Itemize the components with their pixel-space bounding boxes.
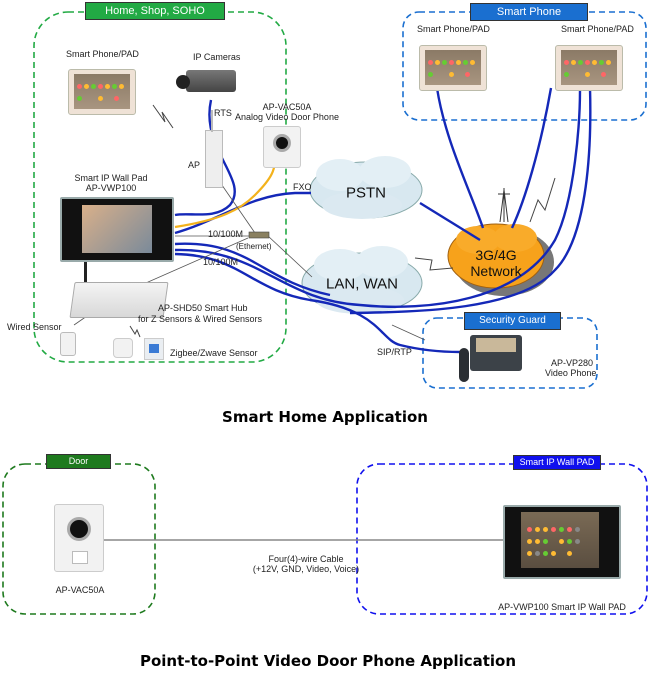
p2p-wallpad-caption: AP-VWP100 Smart IP Wall PAD: [498, 602, 626, 612]
doorphone-device: [263, 126, 301, 168]
wireless-signal-icon: [152, 104, 174, 129]
hub-antenna: [84, 262, 87, 294]
access-point-antenna: [211, 110, 213, 132]
pstn-label: PSTN: [345, 184, 387, 202]
wired-sensor-label: Wired Sensor: [7, 322, 62, 332]
doorphone-model-label: AP-VAC50A: [262, 102, 312, 112]
wallpad-device: [60, 197, 174, 262]
phone-pad-home-label: Smart Phone/PAD: [66, 49, 139, 59]
video-phone-handset: [459, 348, 469, 382]
ap-label: AP: [188, 160, 201, 170]
doorphone-desc-label: Analog Video Door Phone: [235, 112, 339, 122]
rts-link-label: RTS: [214, 108, 232, 118]
zigbee-sensor-device: [113, 338, 133, 358]
ethernet-switch-icon: [248, 231, 270, 239]
phone-pad-home-device: [68, 69, 136, 115]
cable-label-line2: (+12V, GND, Video, Voice): [252, 564, 360, 574]
mobile-network-label-line1: 3G/4G: [475, 247, 517, 263]
zone-door-tag: Door: [46, 454, 111, 469]
zone-phone-tag: Smart Phone: [470, 3, 588, 21]
camera-lens-icon: [176, 75, 190, 89]
wireless-signal-icon: [129, 325, 141, 338]
zone-guard-tag: Security Guard: [464, 312, 561, 330]
phone-pad-right-device: [555, 45, 623, 91]
zone-wallpad-border: [356, 463, 648, 615]
p2p-title: Point-to-Point Video Door Phone Applicat…: [139, 652, 517, 670]
lan-cloud: [301, 246, 423, 314]
zigbee-sensor-label: Zigbee/Zwave Sensor: [170, 348, 258, 358]
cell-tower-icon: [498, 188, 510, 223]
videophone-desc-label: Video Phone: [545, 368, 597, 378]
phone-pad-right-label: Smart Phone/PAD: [561, 24, 634, 34]
video-phone-device: [470, 335, 522, 371]
eth2-link-label: 10/100M: [203, 257, 239, 267]
p2p-door-model-label: AP-VAC50A: [55, 585, 105, 595]
wireless-signal-icon: [529, 177, 556, 223]
p2p-wallpad-device: [503, 505, 621, 579]
hub-label-line1: AP-SHD50 Smart Hub: [158, 303, 248, 313]
wallpad-name-label: Smart IP Wall Pad: [74, 173, 148, 183]
hub-label-line2: for Z Sensors & Wired Sensors: [138, 314, 263, 324]
wired-sensor-device: [60, 332, 76, 356]
cable-label-line1: Four(4)-wire Cable: [268, 554, 344, 564]
phone-pad-left-label: Smart Phone/PAD: [417, 24, 490, 34]
network-cables: [174, 87, 592, 354]
pstn-cloud: [309, 156, 423, 219]
wireless-signal-icon: [414, 257, 454, 271]
lan-wan-label: LAN, WAN: [326, 275, 398, 293]
access-point-device: [205, 130, 223, 188]
zone-home-tag: Home, Shop, SOHO: [85, 2, 225, 20]
ip-camera-device: [186, 70, 236, 92]
fxo-link-label: FXO: [293, 182, 312, 192]
eth1-link-label: 10/100M: [208, 229, 244, 239]
smart-home-title: Smart Home Application: [222, 408, 428, 426]
mobile-network-label-line2: Network: [470, 263, 522, 279]
smart-hub-device: [69, 282, 169, 318]
phone-pad-left-device: [419, 45, 487, 91]
sip-rtp-label: SIP/RTP: [377, 347, 412, 357]
wallpad-model-label: AP-VWP100: [85, 183, 137, 193]
p2p-doorphone-device: [54, 504, 104, 572]
zone-wallpad-tag: Smart IP Wall PAD: [513, 455, 601, 470]
switch-label: (Ethernet): [236, 242, 272, 251]
videophone-model-label: AP-VP280: [551, 358, 594, 368]
ip-cameras-label: IP Cameras: [193, 52, 241, 62]
thermostat-device: [144, 338, 164, 360]
